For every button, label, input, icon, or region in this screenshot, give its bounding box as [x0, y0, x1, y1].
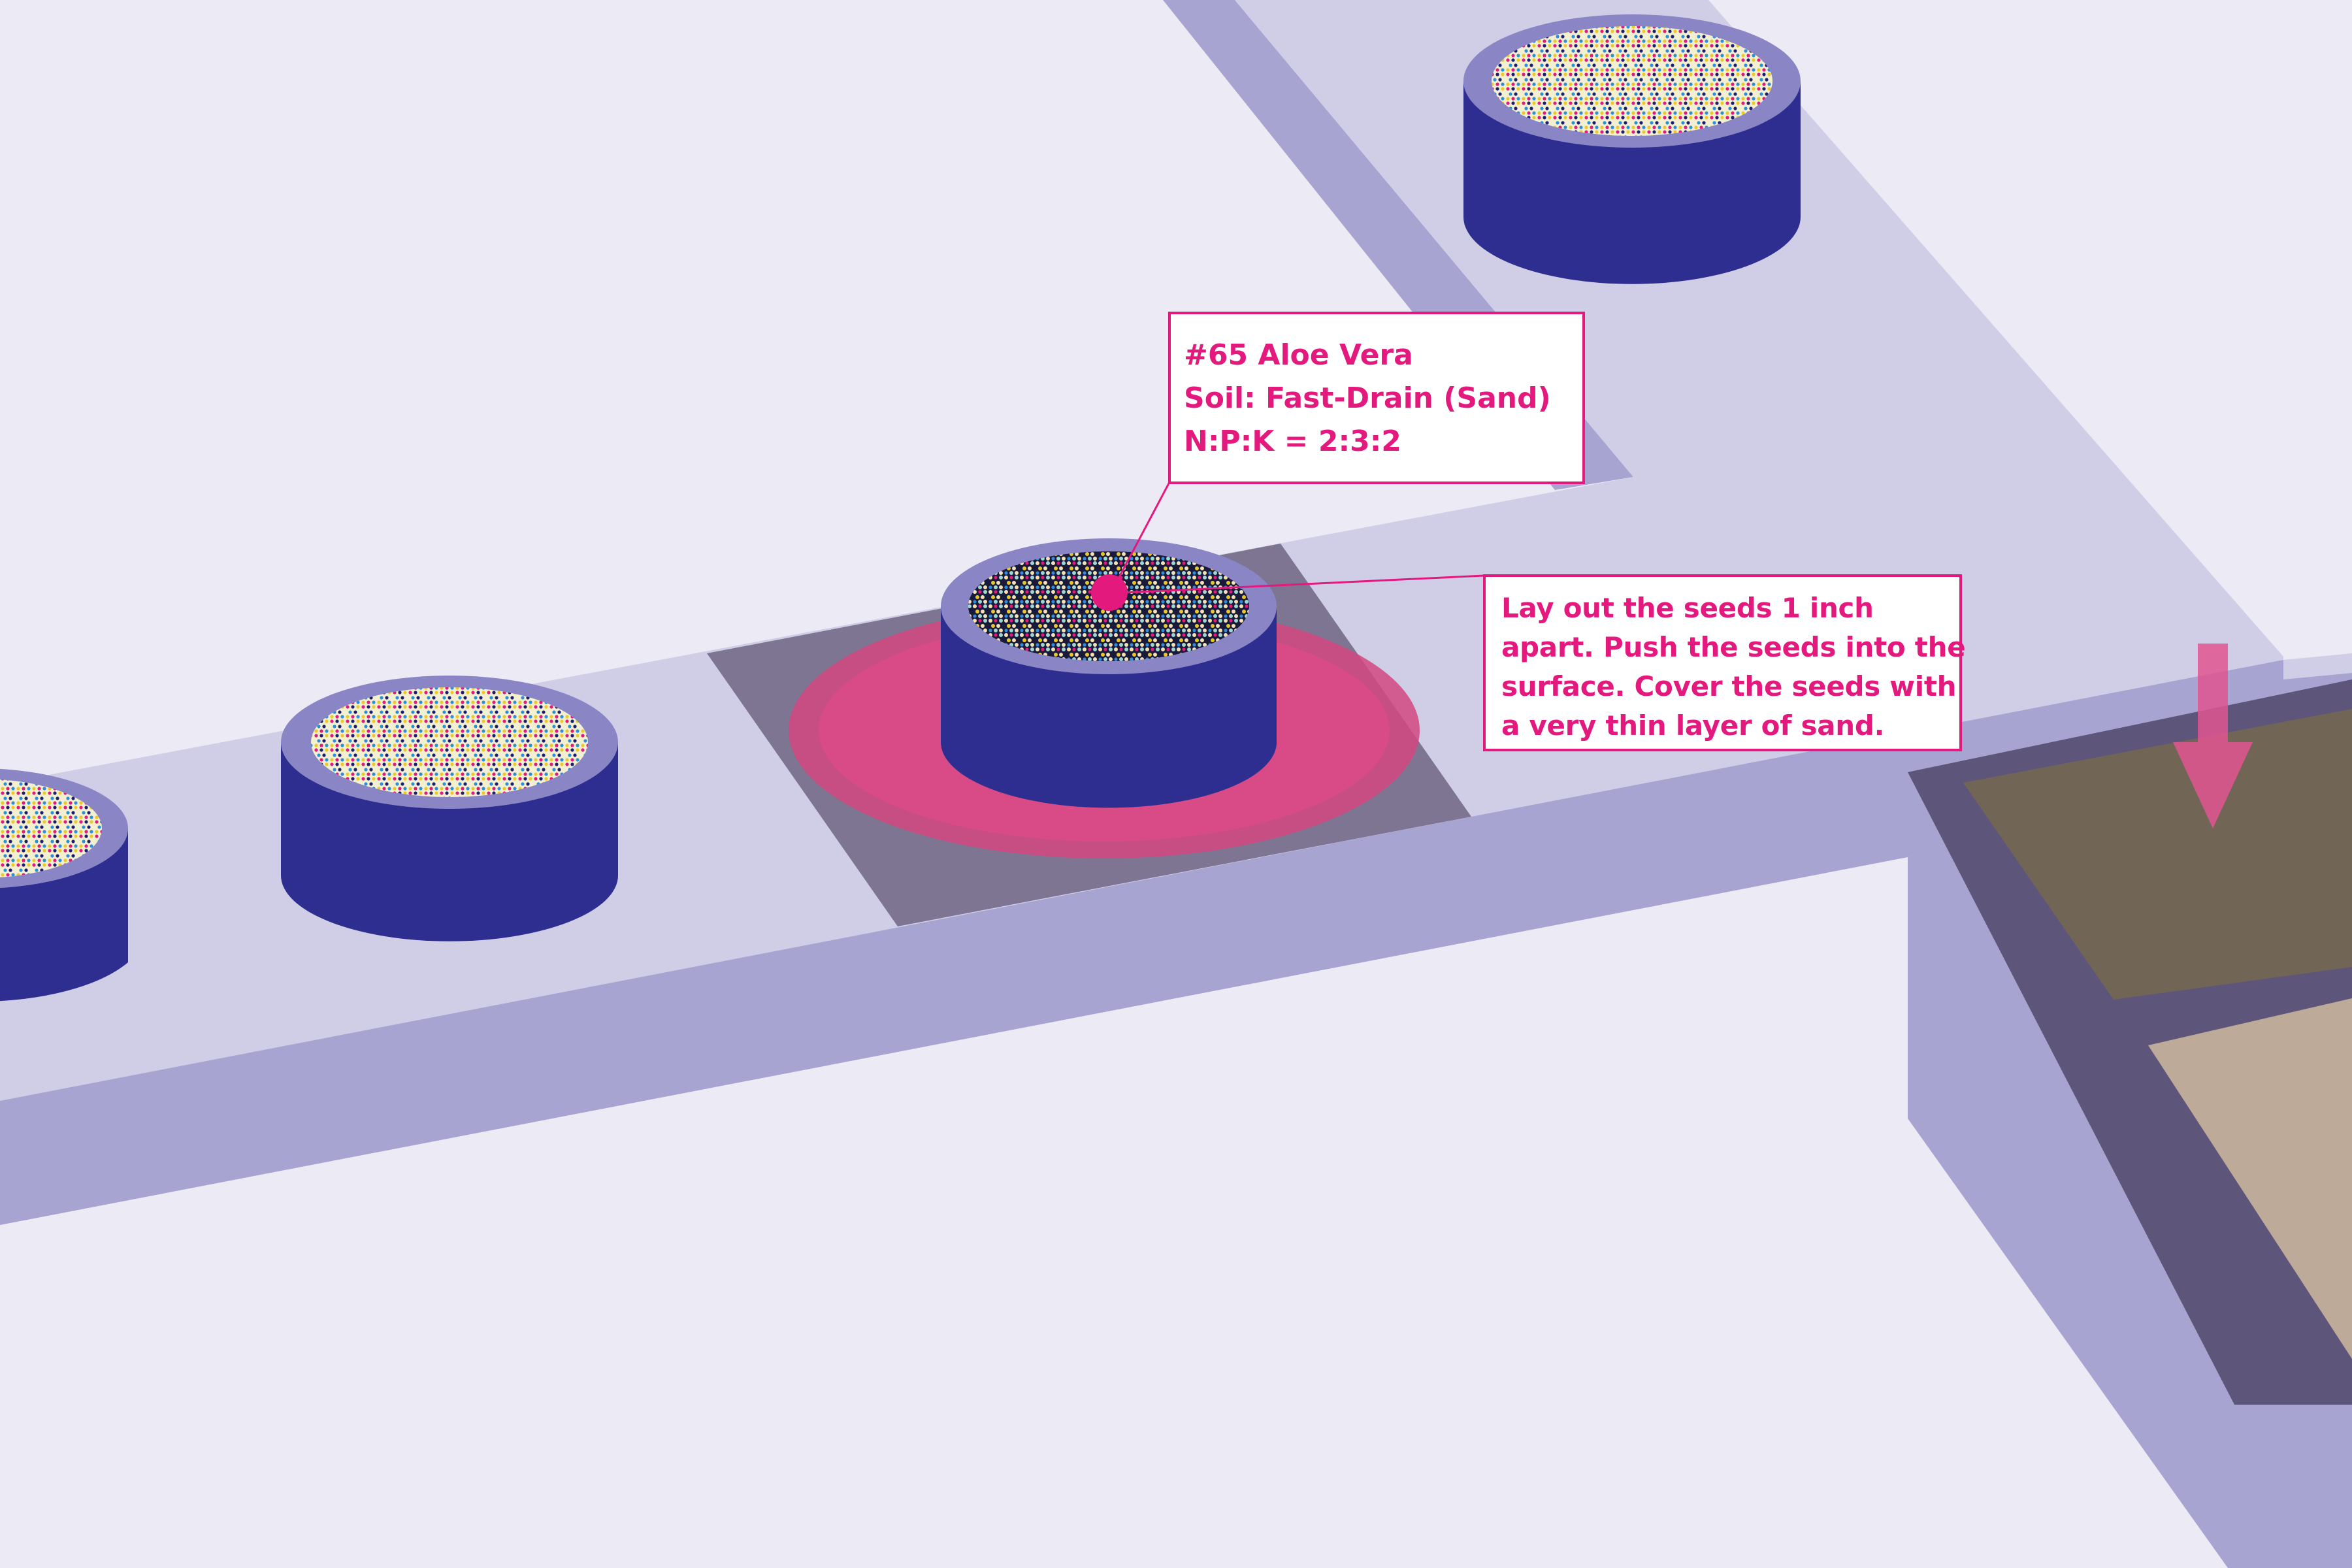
label-connector	[1109, 482, 1171, 594]
instruction-line: Lay out the seeds 1 inch	[1501, 592, 1874, 624]
instruction-line: surface. Cover the seeds with	[1501, 670, 1957, 702]
instructions-connector	[1110, 574, 1485, 595]
planting-tray	[1908, 679, 2352, 1405]
plant-pot	[1463, 14, 1801, 284]
instruction-line: apart. Push the seeds into the	[1501, 631, 1966, 663]
instruction-line: a very thin layer of sand.	[1501, 710, 1885, 742]
selection-dot-icon[interactable]	[1091, 574, 1128, 611]
planting-instructions: Lay out the seeds 1 inch apart. Push the…	[1483, 574, 1966, 751]
plant-soil: Soil: Fast-Drain (Sand)	[1184, 382, 1551, 415]
arrow-down-icon	[2173, 644, 2253, 828]
plant-npk: N:P:K = 2:3:2	[1184, 425, 1401, 458]
plant-name: #65 Aloe Vera	[1184, 338, 1413, 372]
plant-pot	[0, 768, 128, 1002]
plant-pot	[281, 676, 618, 941]
plant-info-label[interactable]: #65 Aloe Vera Soil: Fast-Drain (Sand) N:…	[1168, 312, 1585, 484]
plant-pot-selected[interactable]	[941, 538, 1277, 808]
